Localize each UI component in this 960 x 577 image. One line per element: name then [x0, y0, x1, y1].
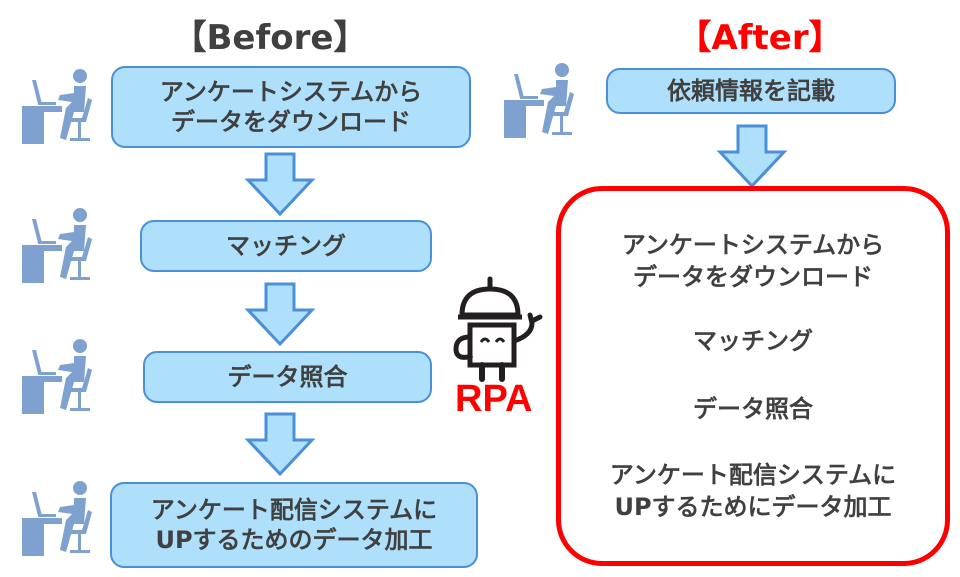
person-at-desk-icon: [18, 205, 98, 285]
before-step-verification: データ照合: [143, 351, 432, 403]
person-at-desk-icon: [18, 336, 98, 416]
after-step-request: 依頼情報を記載: [606, 68, 896, 114]
after-heading: 【After】: [677, 18, 843, 58]
rpa-step-processing: アンケート配信システムに UPするためにデータ加工: [561, 459, 945, 523]
person-at-desk-icon: [500, 60, 580, 140]
step-line: アンケートシステムから: [159, 78, 423, 106]
down-arrow-icon: [244, 282, 316, 346]
step-line: 依頼情報を記載: [667, 77, 835, 105]
step-line: データをダウンロード: [633, 263, 873, 291]
down-arrow-icon: [244, 152, 316, 216]
before-step-download: アンケートシステムからデータをダウンロード: [111, 66, 471, 148]
step-line: データをダウンロード: [170, 108, 411, 136]
step-line: データ照合: [227, 363, 348, 391]
rpa-label: RPA: [455, 378, 533, 420]
person-at-desk-icon: [18, 478, 98, 558]
down-arrow-icon: [244, 412, 316, 476]
step-line: アンケートシステムから: [621, 231, 885, 259]
rpa-step-verification: データ照合: [561, 393, 945, 425]
robot-icon: [453, 276, 543, 382]
rpa-automated-steps-box: アンケートシステムから データをダウンロード マッチング データ照合 アンケート…: [556, 186, 950, 566]
step-line: マッチング: [226, 232, 346, 260]
step-line: UPするためのデータ加工: [155, 526, 433, 554]
step-line: アンケート配信システムに: [609, 461, 897, 489]
before-heading: 【Before】: [172, 18, 368, 58]
before-step-matching: マッチング: [140, 220, 432, 272]
rpa-step-download: アンケートシステムから データをダウンロード: [561, 229, 945, 293]
person-at-desk-icon: [18, 66, 98, 146]
step-line: マッチング: [693, 327, 813, 355]
rpa-step-matching: マッチング: [561, 325, 945, 357]
step-line: アンケート配信システムに: [150, 496, 438, 524]
step-line: データ照合: [693, 395, 813, 423]
step-line: UPするためにデータ加工: [614, 493, 892, 521]
down-arrow-icon: [716, 124, 788, 188]
